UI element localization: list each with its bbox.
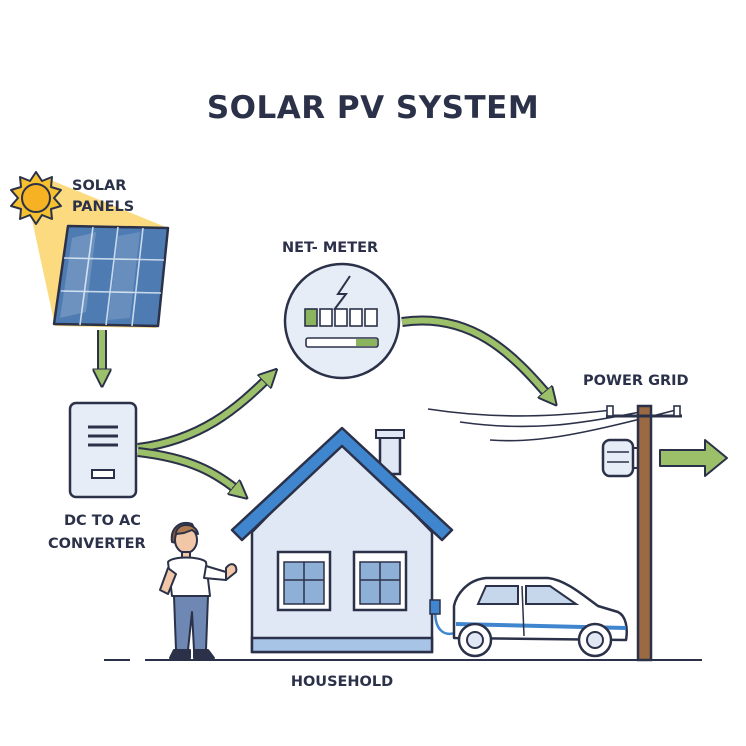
solar-panels-label-line1: SOLAR [72, 178, 126, 194]
arrow-meter-to-grid [401, 315, 552, 400]
converter-label-line2: CONVERTER [48, 536, 146, 552]
utility-pole-icon [601, 404, 682, 662]
house-icon [230, 426, 454, 654]
power-grid-label: POWER GRID [583, 373, 689, 389]
sun-icon [10, 171, 62, 225]
arrow-converter-to-house [137, 447, 242, 494]
diagram-title: SOLAR PV SYSTEM [207, 90, 539, 126]
person-icon [159, 522, 238, 659]
converter-icon [68, 401, 138, 499]
arrow-converter-to-meter [137, 374, 272, 453]
electric-car-icon [452, 576, 628, 658]
household-label: HOUSEHOLD [291, 674, 393, 690]
converter-label-line1: DC TO AC [64, 513, 141, 529]
net-meter-icon [283, 262, 401, 380]
arrow-grid-out [659, 439, 728, 477]
solar-panels-label-line2: PANELS [72, 199, 134, 215]
solar-panel-icon [52, 224, 170, 328]
net-meter-label: NET- METER [282, 240, 378, 256]
